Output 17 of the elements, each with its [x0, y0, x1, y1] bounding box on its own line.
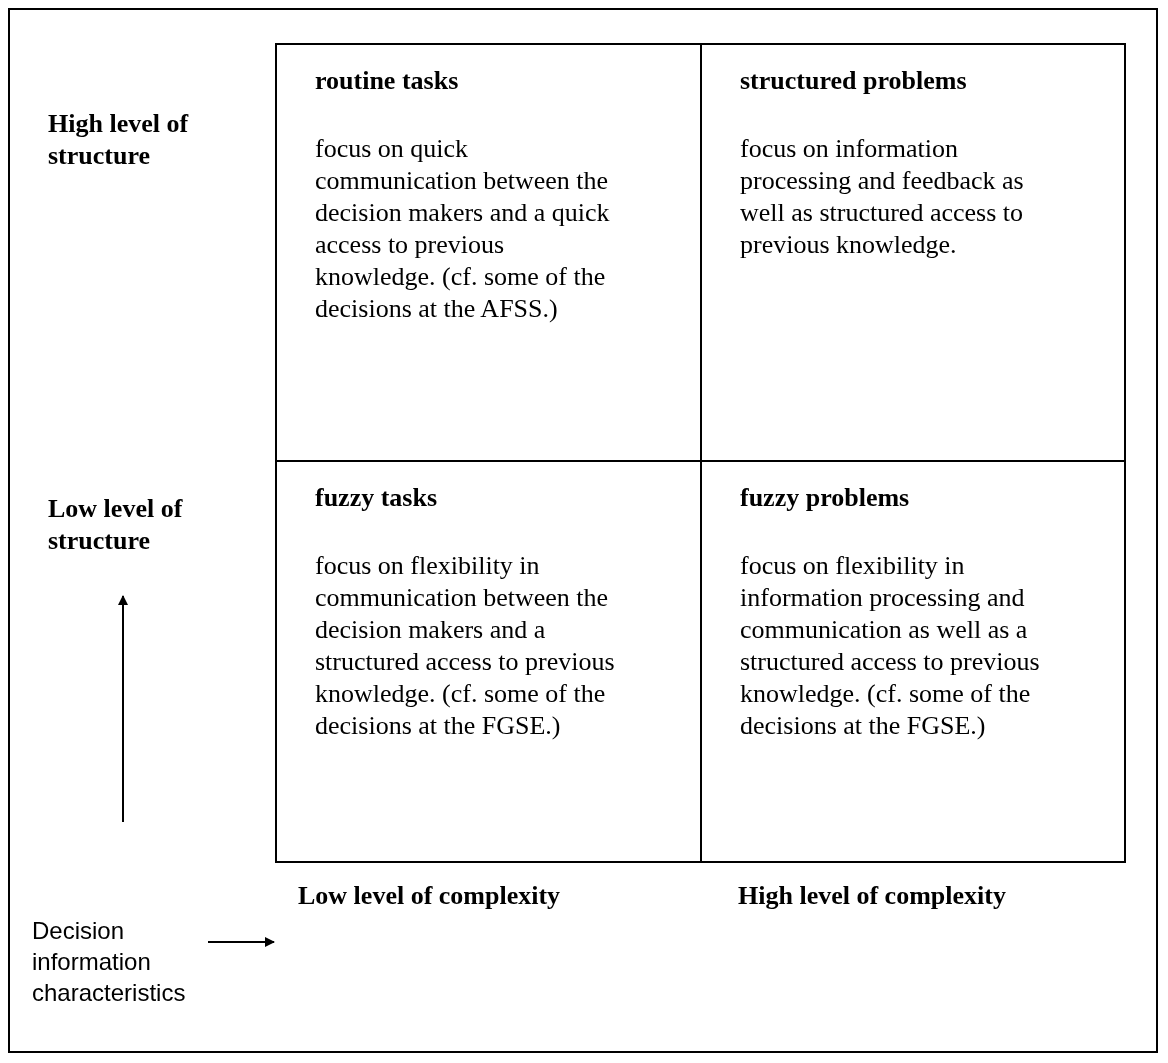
matrix-cell: [275, 460, 702, 863]
cell-description: focus on flexibility in information processing and communication as well as a structured access to previous knowledge. (cf. some of the decisions at the FGSE.): [740, 550, 1040, 742]
cell-description: focus on information processing and feedback as well as structured access to previous knowledge.: [740, 133, 1025, 261]
cell-description: focus on quick communication between the decision makers and a quick access to previous knowledge. (cf. some of the decisions at the AFSS.): [315, 133, 611, 325]
cell-heading: structured problems: [740, 65, 967, 97]
column-label: Low level of complexity: [298, 880, 562, 912]
row-label: High level of structure: [48, 108, 190, 172]
axis-caption: Decision information characteristics: [32, 916, 187, 1008]
column-label: High level of complexity: [738, 880, 1007, 912]
cell-description: focus on flexibility in communication between the decision makers and a structured access to previous knowledge. (cf. some of the decisions at the FGSE.): [315, 550, 615, 742]
cell-heading: routine tasks: [315, 65, 459, 97]
cell-heading: fuzzy tasks: [315, 482, 438, 514]
matrix-cell: [700, 43, 1126, 462]
row-label: Low level of structure: [48, 493, 184, 557]
matrix-cell: [275, 43, 702, 462]
cell-heading: fuzzy problems: [740, 482, 910, 514]
matrix-cell: [700, 460, 1126, 863]
